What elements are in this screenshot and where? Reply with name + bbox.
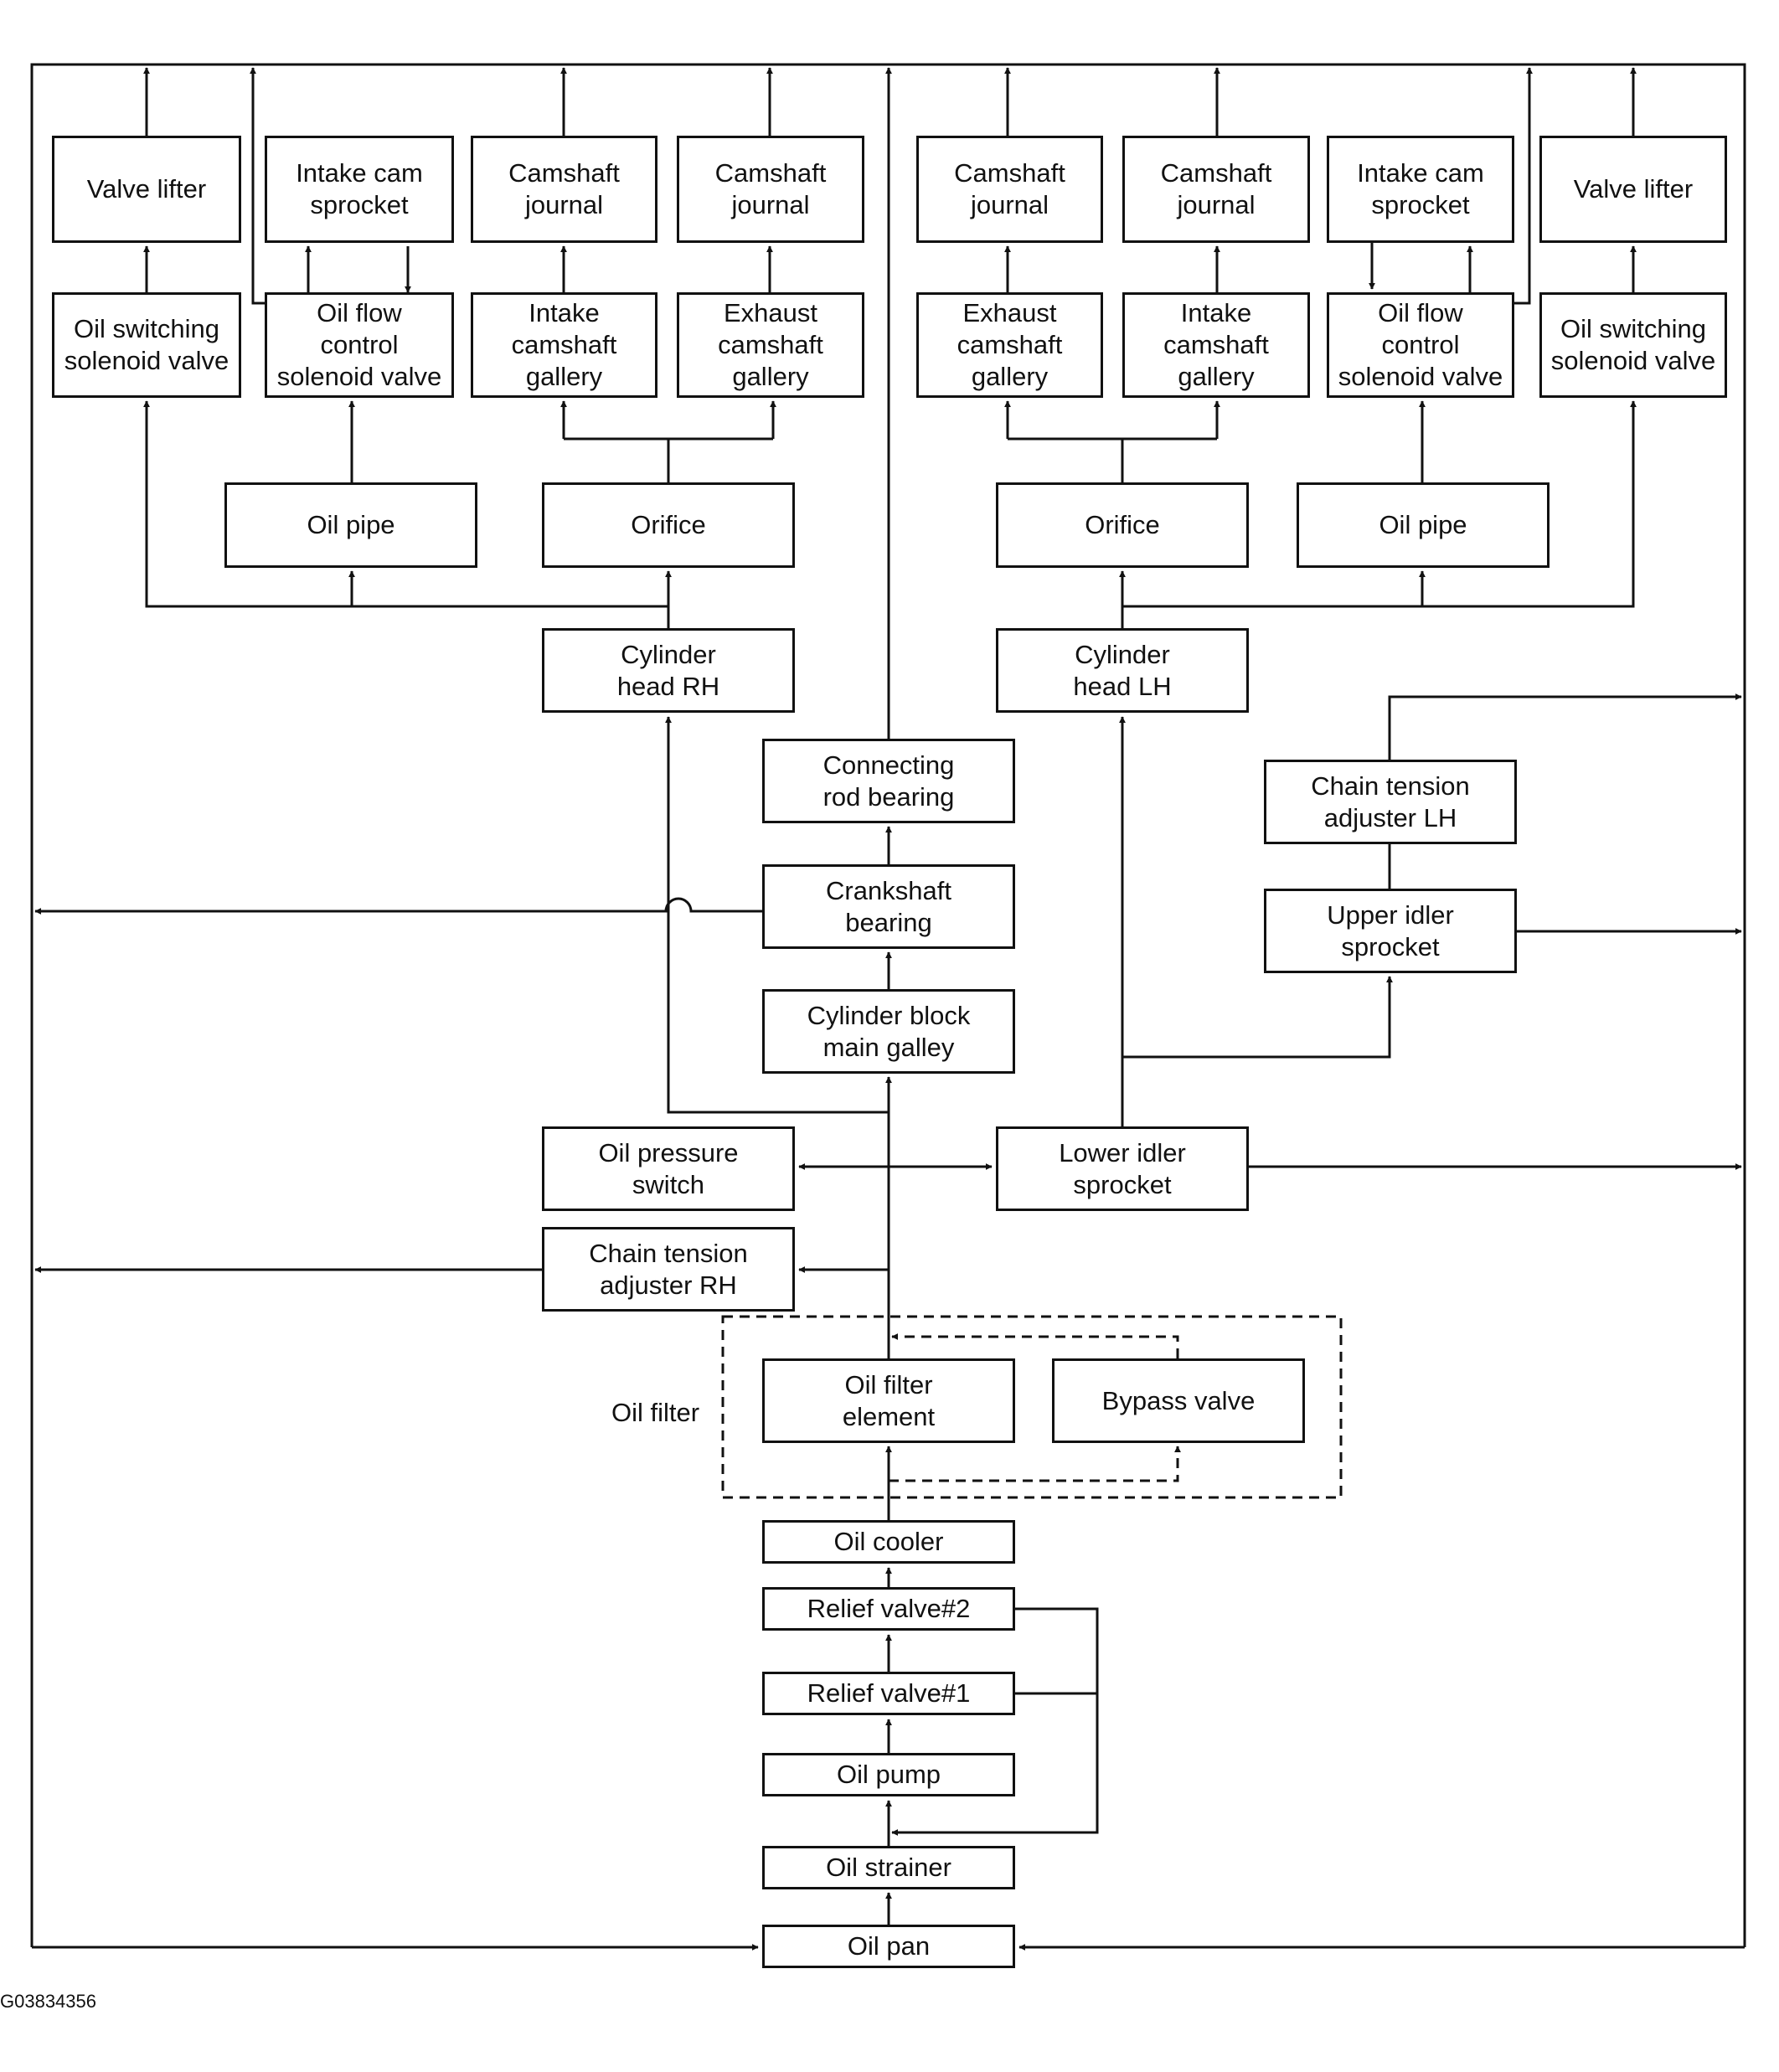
flow-line-1: [30, 63, 1746, 1947]
box-oil-switching-solenoid-lh: Oil switching solenoid valve: [1539, 292, 1727, 398]
bypass-line-out: [891, 1333, 1179, 1358]
box-camshaft-journal-rh-1: Camshaft journal: [471, 136, 657, 243]
box-cylinder-head-rh: Cylinder head RH: [542, 628, 795, 713]
box-cylinder-head-lh: Cylinder head LH: [996, 628, 1249, 713]
box-camshaft-journal-lh-2: Camshaft journal: [1122, 136, 1310, 243]
box-crankshaft-bearing: Crankshaft bearing: [762, 864, 1015, 949]
flow-line-32: [250, 67, 265, 305]
box-intake-cam-sprocket-rh: Intake cam sprocket: [265, 136, 454, 243]
flow-line-21: [143, 400, 670, 628]
box-intake-camshaft-gallery-rh: Intake camshaft gallery: [471, 292, 657, 398]
box-oil-filter-element: Oil filter element: [762, 1358, 1015, 1443]
box-chain-tension-adjuster-rh: Chain tension adjuster RH: [542, 1227, 795, 1312]
box-exhaust-camshaft-gallery-lh: Exhaust camshaft gallery: [916, 292, 1103, 398]
relief-return-line: [891, 1607, 1099, 1836]
oil-filter-label: Oil filter: [611, 1398, 700, 1427]
box-oil-switching-solenoid-rh: Oil switching solenoid valve: [52, 292, 241, 398]
box-bypass-valve: Bypass valve: [1052, 1358, 1305, 1443]
to-upper-idler: [1122, 976, 1393, 1059]
box-oil-cooler: Oil cooler: [762, 1520, 1015, 1564]
box-chain-tension-adjuster-lh: Chain tension adjuster LH: [1264, 760, 1517, 844]
box-camshaft-journal-rh-2: Camshaft journal: [677, 136, 864, 243]
box-intake-cam-sprocket-lh: Intake cam sprocket: [1327, 136, 1514, 243]
box-oil-flow-control-solenoid-rh: Oil flow control solenoid valve: [265, 292, 454, 398]
box-orifice-lh: Orifice: [996, 482, 1249, 568]
crank-to-left-return: [34, 897, 762, 915]
to-cylinder-head-rh: [665, 716, 889, 1114]
box-oil-pan: Oil pan: [762, 1925, 1015, 1968]
box-valve-lifter-lh: Valve lifter: [1539, 136, 1727, 243]
figure-id-label: G03834356: [0, 1991, 96, 2012]
box-valve-lifter-rh: Valve lifter: [52, 136, 241, 243]
flow-line-38: [1122, 400, 1637, 608]
flow-line-19: [1388, 693, 1742, 760]
flow-lines: [30, 63, 1746, 1951]
flow-line-49: [1514, 67, 1533, 305]
box-oil-flow-control-solenoid-lh: Oil flow control solenoid valve: [1327, 292, 1514, 398]
box-relief-valve-1: Relief valve#1: [762, 1672, 1015, 1715]
box-oil-pressure-switch: Oil pressure switch: [542, 1126, 795, 1211]
box-relief-valve-2: Relief valve#2: [762, 1587, 1015, 1631]
box-oil-pipe-lh: Oil pipe: [1297, 482, 1550, 568]
box-oil-pipe-rh: Oil pipe: [224, 482, 477, 568]
box-intake-camshaft-gallery-lh: Intake camshaft gallery: [1122, 292, 1310, 398]
box-orifice-rh: Orifice: [542, 482, 795, 568]
bypass-line-in: [889, 1446, 1181, 1482]
box-oil-pump: Oil pump: [762, 1753, 1015, 1796]
box-cylinder-block-main-galley: Cylinder block main galley: [762, 989, 1015, 1074]
box-connecting-rod-bearing: Connecting rod bearing: [762, 739, 1015, 823]
box-lower-idler-sprocket: Lower idler sprocket: [996, 1126, 1249, 1211]
box-oil-strainer: Oil strainer: [762, 1846, 1015, 1889]
box-upper-idler-sprocket: Upper idler sprocket: [1264, 889, 1517, 973]
oil-filter-housing: [721, 1315, 1343, 1499]
box-camshaft-journal-lh-1: Camshaft journal: [916, 136, 1103, 243]
box-exhaust-camshaft-gallery-rh: Exhaust camshaft gallery: [677, 292, 864, 398]
